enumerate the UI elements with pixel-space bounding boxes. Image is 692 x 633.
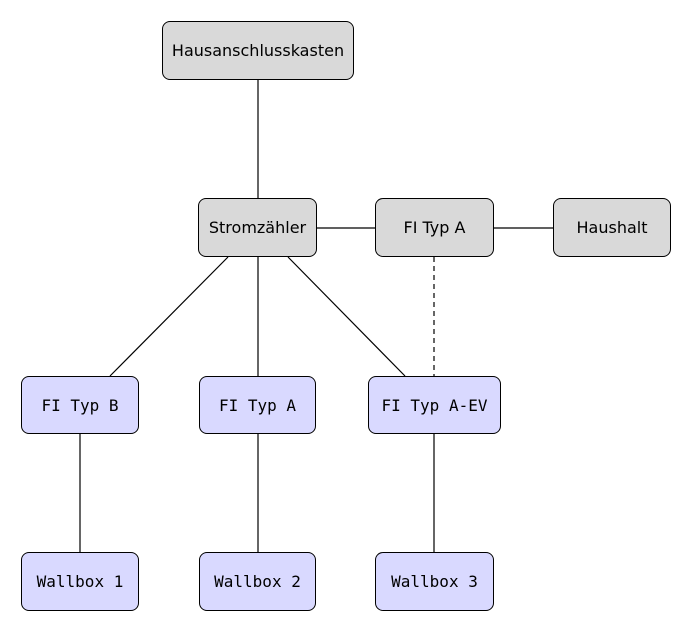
node-hausanschlusskasten: Hausanschlusskasten: [162, 21, 354, 80]
node-fi-typ-b-label: FI Typ B: [41, 395, 119, 415]
node-stromzaehler-label: Stromzähler: [208, 218, 307, 237]
node-fi-typ-a-haus: FI Typ A: [375, 198, 494, 257]
node-haushalt-label: Haushalt: [576, 218, 648, 237]
node-wallbox-2: Wallbox 2: [199, 552, 316, 611]
node-fi-typ-a-ev: FI Typ A-EV: [368, 376, 501, 434]
node-fi-typ-a-ev-label: FI Typ A-EV: [381, 395, 488, 415]
node-fi-typ-a-label: FI Typ A: [218, 395, 297, 415]
node-wallbox-3: Wallbox 3: [375, 552, 494, 611]
node-fi-typ-b: FI Typ B: [21, 376, 139, 434]
node-wallbox-1-label: Wallbox 1: [36, 572, 124, 591]
node-fi-typ-a: FI Typ A: [199, 376, 316, 434]
edge-stromzaehler-fi-typ-a-ev: [287, 256, 406, 377]
node-haushalt: Haushalt: [553, 198, 671, 257]
node-stromzaehler: Stromzähler: [198, 198, 317, 257]
node-wallbox-2-label: Wallbox 2: [214, 572, 301, 591]
node-wallbox-1: Wallbox 1: [21, 552, 139, 611]
node-wallbox-3-label: Wallbox 3: [391, 572, 478, 591]
edge-stromzaehler-fi-typ-b: [109, 256, 229, 377]
node-hausanschlusskasten-label: Hausanschlusskasten: [171, 41, 345, 60]
node-fi-typ-a-haus-label: FI Typ A: [403, 218, 466, 237]
